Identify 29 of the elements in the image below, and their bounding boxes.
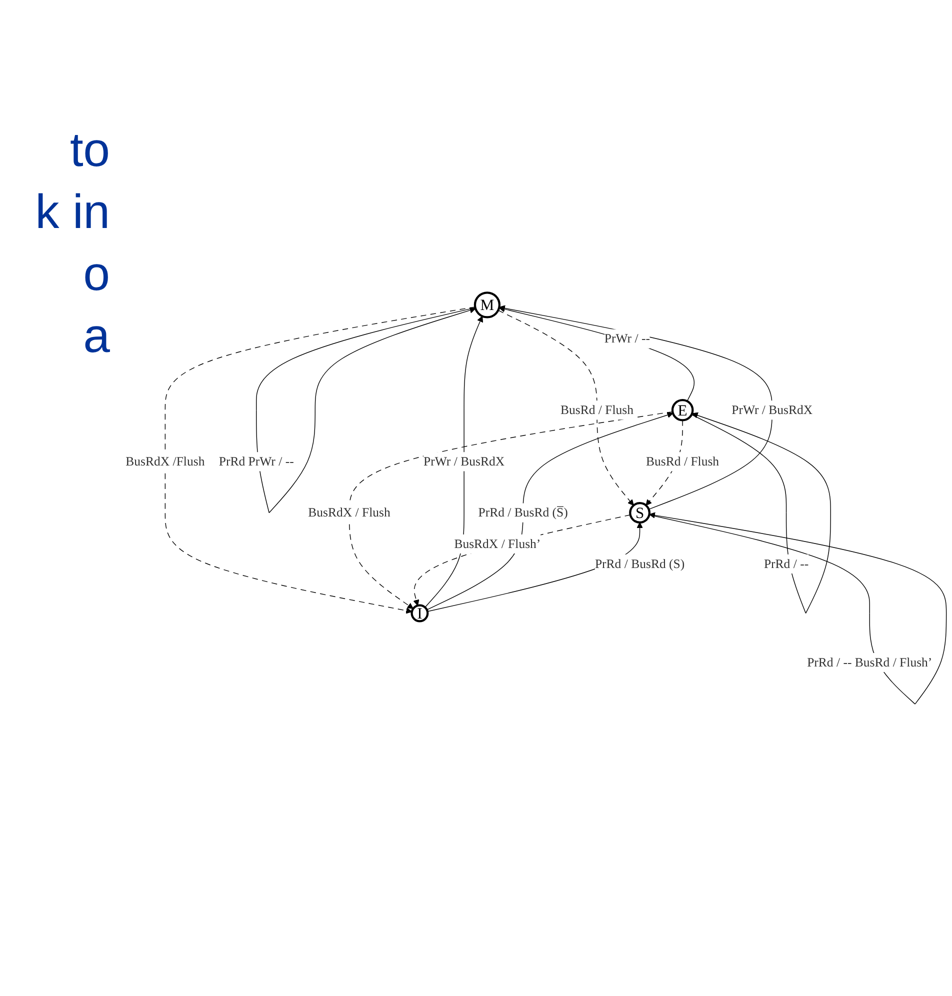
- node-circle: M: [474, 291, 500, 318]
- node-circle: S: [629, 502, 650, 524]
- arrow: [413, 514, 631, 606]
- text-fragment: k in: [34, 185, 110, 241]
- arrow: [348, 410, 673, 609]
- edge-label: PrWr / BusRdX: [424, 454, 505, 468]
- edge-label: BusRd / Flush: [560, 402, 634, 416]
- node-circle: I: [410, 604, 429, 622]
- arrow: [426, 412, 674, 610]
- arrow: [498, 306, 694, 402]
- edge-label: BusRdX / Flush’: [454, 536, 541, 550]
- edge-label: PrRd / --: [764, 556, 809, 570]
- arrow: [427, 522, 643, 612]
- arrow: [164, 306, 476, 614]
- text-fragment: a: [82, 309, 110, 365]
- edge-label: PrRd / BusRd (S): [594, 556, 685, 570]
- edge-label: PrRd PrWr / --: [218, 454, 294, 468]
- text-fragment: to: [68, 123, 110, 179]
- edge-label: BusRd / Flush: [646, 454, 720, 468]
- edge-label: PrWr / BusRdX: [732, 402, 813, 416]
- edge-label: PrRd / BusRd (S̅): [478, 504, 568, 520]
- arrow: [498, 304, 772, 510]
- arrow: [498, 310, 634, 506]
- node-circle: E: [671, 398, 694, 421]
- edge-label: BusRdX / Flush: [308, 504, 390, 520]
- edge-label: PrRd / -- BusRd / Flush’: [807, 654, 932, 669]
- edge-label: BusRdX /Flush: [126, 454, 205, 468]
- edge-label: PrWr / --: [604, 330, 650, 346]
- text-fragment: o: [82, 247, 110, 303]
